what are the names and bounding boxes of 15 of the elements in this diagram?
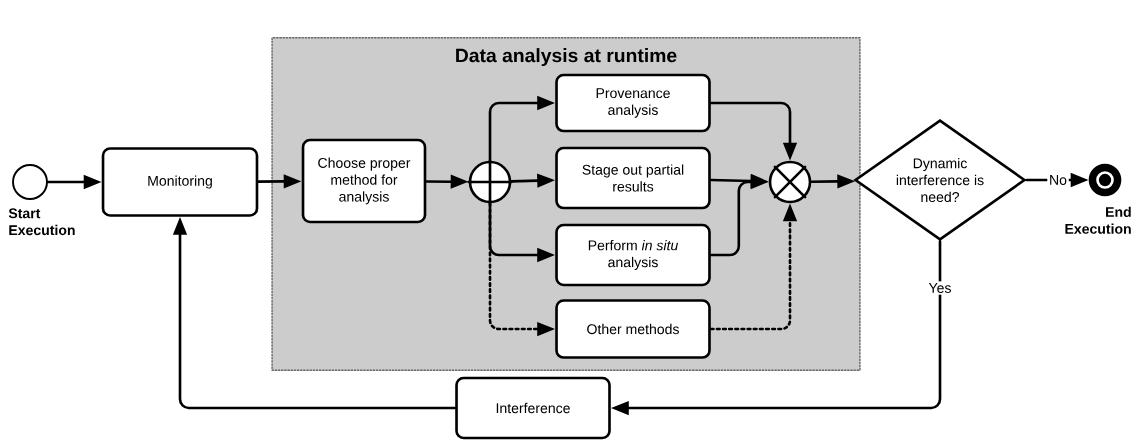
gateway-circle <box>768 160 812 204</box>
task-box: Perform in situ analysis <box>555 223 711 287</box>
end-event-circle <box>1088 163 1122 197</box>
task-box: Interference <box>455 376 611 440</box>
event-label: End Execution <box>1065 206 1131 234</box>
task-box: Provenance analysis <box>555 73 711 133</box>
task-box: Monitoring <box>101 147 259 217</box>
task-box: Other methods <box>555 299 711 359</box>
task-box: Choose proper method for analysis <box>301 138 427 224</box>
edge-label: Yes <box>926 281 954 295</box>
event-label: Start Execution <box>8 208 75 236</box>
edge-label: No <box>1047 173 1069 187</box>
start-event-circle <box>12 164 48 200</box>
gateway-circle <box>467 159 513 205</box>
task-box: Stage out partial results <box>555 146 711 210</box>
